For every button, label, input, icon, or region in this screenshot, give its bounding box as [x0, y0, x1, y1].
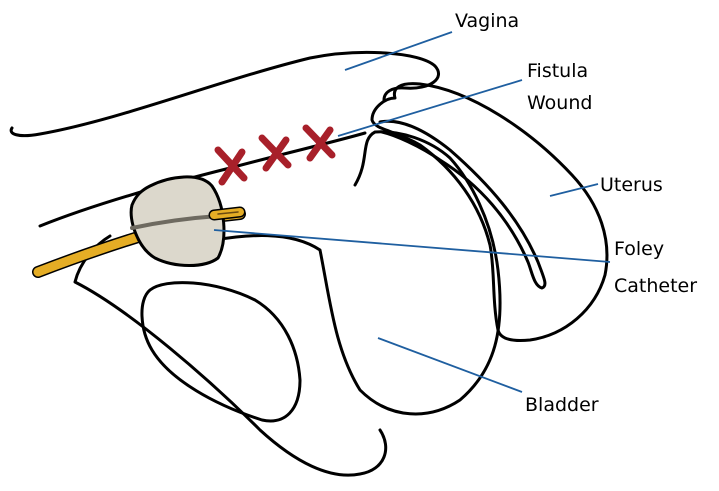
leader-line-bladder — [378, 338, 522, 392]
bladder-outline — [215, 132, 500, 414]
label-fistula-wound-line2: Wound — [527, 92, 592, 114]
leader-lines — [214, 32, 610, 392]
fistula-suture-marks — [218, 128, 332, 182]
bladder-lower-lobe — [75, 236, 386, 475]
uterus-outline — [372, 84, 607, 341]
label-foley-catheter-line1: Foley — [614, 238, 664, 260]
label-vagina: Vagina — [455, 10, 519, 32]
label-fistula-wound-line1: Fistula — [527, 60, 588, 82]
label-foley-catheter-line2: Catheter — [614, 275, 697, 297]
label-uterus: Uterus — [600, 174, 663, 196]
bladder-inner-pouch — [142, 283, 300, 421]
uterus-canal — [380, 121, 545, 288]
leader-line-fistula-wound — [338, 80, 522, 136]
leader-line-uterus — [550, 184, 598, 196]
label-bladder: Bladder — [525, 394, 599, 416]
leader-line-foley-catheter — [214, 230, 610, 262]
